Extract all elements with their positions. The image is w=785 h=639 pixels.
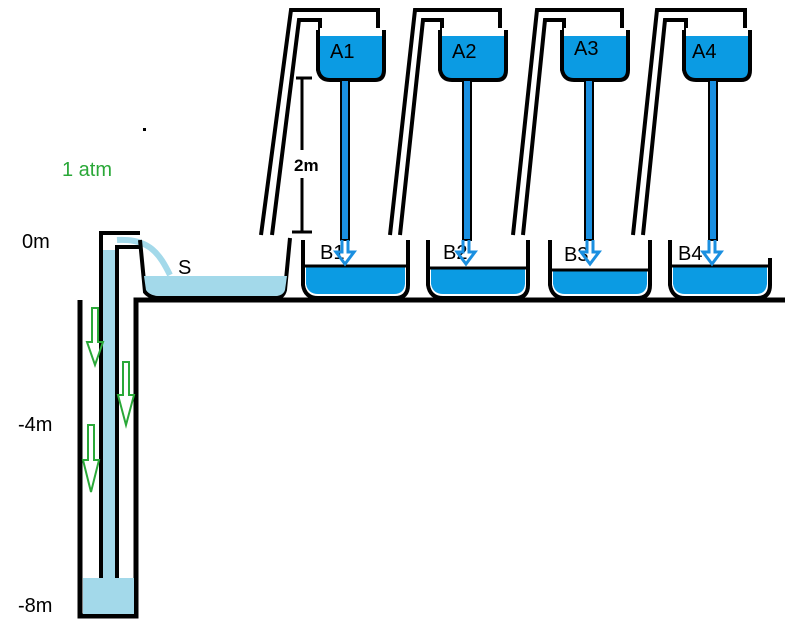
tank-a2-air — [442, 28, 504, 36]
unit-2: A2 B2 — [388, 8, 530, 300]
tank-b2 — [426, 240, 530, 300]
siphon-pipe-4 — [631, 8, 747, 236]
tank-b4-label: B4 — [678, 243, 702, 265]
unit-4: A4 B4 — [631, 8, 772, 300]
drain-pipe-4 — [708, 79, 718, 241]
tank-a4 — [682, 30, 752, 82]
level-label-minus8m: -8m — [18, 595, 52, 617]
siphon-pipe-3 — [511, 8, 624, 236]
tank-a2 — [438, 30, 508, 82]
siphon-pipe-4-inner — [641, 18, 688, 236]
tank-a3 — [560, 30, 630, 82]
tank-b4 — [668, 240, 772, 300]
tank-b1 — [301, 240, 410, 300]
tank-b1-water — [306, 266, 405, 294]
tank-a3-label: A3 — [574, 38, 598, 60]
siphon-pipe-1 — [259, 8, 380, 236]
ground-line — [77, 297, 785, 619]
tank-a4-label: A4 — [692, 41, 716, 63]
drain-pipe-1 — [340, 79, 350, 241]
level-label-0m: 0m — [22, 231, 50, 253]
drain-pipe-2 — [462, 79, 472, 241]
green-arrow-2 — [116, 361, 136, 429]
blue-arrow-4 — [700, 240, 724, 267]
level-label-minus4m: -4m — [18, 414, 52, 436]
intake-pipe-outer — [99, 231, 140, 578]
tank-b3 — [548, 240, 652, 300]
stray-dot — [143, 128, 146, 131]
unit-3: A3 B3 — [511, 8, 652, 300]
siphon-pipe-2-inner — [398, 18, 444, 236]
tank-b3-water — [553, 270, 647, 294]
blue-arrow-2 — [454, 240, 478, 267]
tank-a3-air — [564, 28, 626, 36]
tank-b3-label: B3 — [564, 244, 588, 266]
tank-b2-water — [431, 268, 525, 294]
tank-a2-label: A2 — [452, 41, 476, 63]
intake-pipe-water — [103, 250, 115, 578]
well-water — [83, 578, 134, 614]
tank-a1-air — [320, 28, 382, 36]
height-marker-label: 2m — [294, 156, 319, 175]
green-arrow-1 — [85, 307, 105, 369]
tank-b4-water — [673, 266, 767, 294]
intake-pipe-flow — [116, 236, 173, 277]
tank-a4-air — [686, 28, 748, 36]
tank-a1-label: A1 — [330, 41, 354, 63]
flow-arrows-green — [81, 307, 136, 493]
source-tank-water — [144, 276, 287, 296]
source-tank-label: S — [178, 257, 191, 279]
green-arrow-3 — [81, 424, 101, 493]
blue-arrow-1 — [333, 240, 357, 267]
blue-arrow-3 — [578, 240, 602, 267]
siphon-pipe-1-inner — [270, 18, 322, 236]
unit-1: A1 B1 — [259, 8, 410, 300]
tank-a1 — [316, 30, 386, 82]
source-tank — [138, 237, 292, 300]
siphon-pipe-2 — [388, 8, 502, 236]
height-marker-label-bg — [288, 150, 328, 178]
drain-pipe-3 — [584, 79, 594, 241]
siphon-pipe-3-inner — [521, 18, 566, 236]
intake-pipe-inner — [115, 245, 140, 578]
pressure-label: 1 atm — [62, 159, 112, 181]
tank-b1-label: B1 — [320, 242, 344, 264]
